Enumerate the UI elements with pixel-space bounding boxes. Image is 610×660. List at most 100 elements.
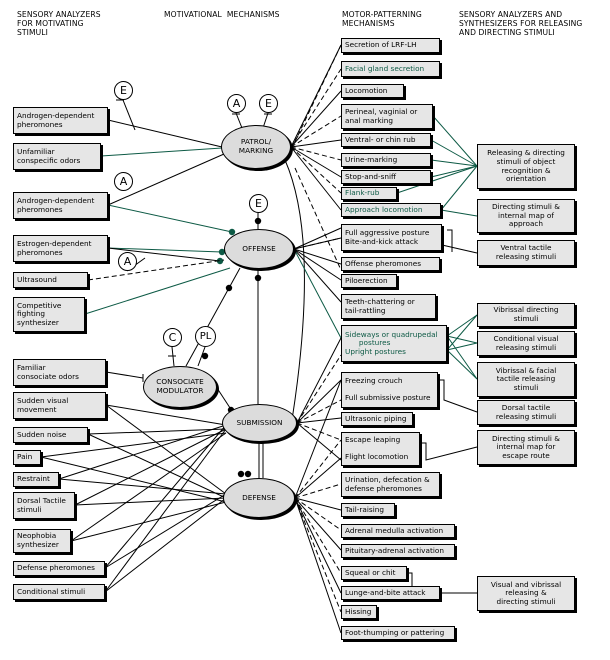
connection-line	[197, 346, 206, 367]
motor-facial-gland-secretion: Facial gland secretion	[341, 61, 440, 77]
connection-line	[296, 422, 342, 461]
modulator-androgen-circle: A	[118, 252, 137, 271]
motor-offense-pheromones: Offense pheromones	[341, 257, 440, 271]
connection-line	[107, 204, 233, 233]
connection-line	[293, 248, 342, 265]
connection-line	[446, 335, 478, 344]
stimulus-unfamiliar-odors: Unfamiliar conspecific odors	[13, 143, 101, 170]
motor-piloerection: Piloerection	[341, 274, 397, 288]
connection-curve	[438, 379, 478, 413]
connection-line	[104, 424, 227, 569]
connection-line	[87, 433, 227, 499]
connection-line	[441, 244, 478, 254]
connection-curve	[284, 159, 305, 421]
connection-line	[290, 146, 342, 161]
connection-dot	[201, 352, 209, 360]
motor-full-aggressive-posture: Full aggressive posture Bite-and-kick at…	[341, 224, 442, 251]
connection-line	[290, 44, 342, 151]
stimulus-sudden-visual: Sudden visual movement	[13, 392, 106, 419]
releaser-vibrissal-facial-tactile: Vibrissal & facial tactile releasing sti…	[477, 362, 575, 397]
connection-dot	[244, 470, 252, 478]
motor-stop-and-sniff: Stop-and-sniff	[341, 170, 431, 184]
connection-dot	[225, 284, 233, 292]
connection-line	[294, 497, 342, 634]
modulator-consociate-circle: C	[163, 328, 182, 347]
connection-line	[290, 146, 342, 178]
connection-line	[294, 457, 342, 499]
modulator-androgen-circle: E	[114, 81, 133, 100]
mechanism-defense: DEFENSE	[223, 478, 295, 518]
connection-line	[105, 404, 227, 495]
connection-curve	[447, 229, 453, 252]
connection-line	[430, 159, 478, 167]
releaser-vibrissal-directing: Vibrissal directing stimuli	[477, 303, 575, 327]
motor-freezing-submissive: Freezing crouch Full submissive posture	[341, 372, 438, 408]
connection-line	[293, 248, 342, 339]
connection-line	[107, 119, 223, 148]
stimulus-androgen-pheromones-1: Androgen-dependent pheromones	[13, 107, 108, 134]
connection-curve	[420, 442, 478, 461]
modulator-pl-circle: PL	[195, 326, 216, 347]
connection-dot	[228, 228, 236, 236]
stimulus-androgen-pheromones-2: Androgen-dependent pheromones	[13, 192, 108, 219]
releaser-object-recognition: Releasing & directing stimuli of object …	[477, 144, 575, 189]
connection-line	[294, 497, 342, 551]
connection-line	[294, 167, 342, 271]
connection-line	[446, 342, 478, 351]
modulator-androgen-circle: A	[227, 94, 246, 113]
connection-line	[294, 497, 342, 511]
connection-dot	[254, 274, 262, 282]
connection-line	[294, 497, 342, 594]
connection-line	[430, 165, 478, 178]
connection-line	[293, 227, 342, 250]
connection-dot	[254, 217, 262, 225]
header-motor-patterning: MOTOR-PATTERNING MECHANISMS	[342, 10, 422, 28]
stimulus-dorsal-tactile: Dorsal Tactile stimuli	[13, 492, 75, 519]
connection-line	[235, 112, 243, 129]
connection-line	[446, 349, 478, 380]
connection-line	[40, 456, 227, 503]
stimulus-neophobia: Neophobia synthesizer	[13, 529, 71, 553]
connection-line	[294, 439, 342, 499]
connection-line	[294, 483, 342, 499]
connection-line	[290, 146, 342, 194]
connection-line	[294, 497, 342, 574]
stimulus-sudden-noise: Sudden noise	[13, 427, 88, 443]
connection-line	[440, 209, 478, 217]
modulator-estrogen-circle: E	[259, 94, 278, 113]
releaser-approach-map: Directing stimuli & internal map of appr…	[477, 199, 575, 233]
motor-hissing: Hissing	[341, 605, 377, 619]
connection-line	[293, 237, 342, 250]
connection-line	[105, 404, 227, 426]
connection-line	[104, 497, 227, 593]
mechanism-consociate-modulator: CONSOCIATE MODULATOR	[143, 366, 217, 408]
motor-squeal-chit: Squeal or chit	[341, 566, 407, 580]
motor-tail-raising: Tail-raising	[341, 503, 395, 517]
connection-dot	[218, 248, 226, 256]
connection-line	[84, 267, 231, 315]
stimulus-conditional: Conditional stimuli	[13, 584, 105, 600]
connection-line	[446, 335, 478, 380]
stimulus-estrogen-pheromones: Estrogen-dependent pheromones	[13, 235, 108, 262]
connection-line	[432, 115, 478, 167]
stimulus-competitive-fighting: Competitive fighting synthesizer	[13, 297, 85, 332]
connection-line	[40, 432, 227, 458]
connection-line	[122, 99, 136, 131]
mechanism-patrol-marking: PATROL/ MARKING	[221, 125, 291, 169]
connection-line	[296, 379, 342, 424]
motor-adrenal-medulla: Adrenal medulla activation	[341, 524, 455, 538]
motor-lrf-lh-secretion: Secretion of LRF-LH	[341, 38, 440, 53]
connection-line	[294, 379, 342, 499]
releaser-visual-vibrissal: Visual and vibrissal releasing & directi…	[477, 576, 575, 611]
connection-line	[70, 501, 227, 542]
connection-line	[100, 147, 223, 157]
connection-line	[185, 267, 241, 367]
motor-lunge-bite: Lunge-and-bite attack	[341, 586, 440, 600]
modulator-estrogen-circle: E	[249, 194, 268, 213]
connection-line	[296, 417, 342, 424]
motor-perineal-marking: Perineal, vaginial or anal marking	[341, 104, 433, 129]
motor-foot-thumping: Foot-thumping or pattering	[341, 626, 455, 640]
connection-line	[58, 478, 227, 495]
connection-line	[296, 354, 342, 424]
modulator-androgen-circle: A	[114, 172, 133, 191]
